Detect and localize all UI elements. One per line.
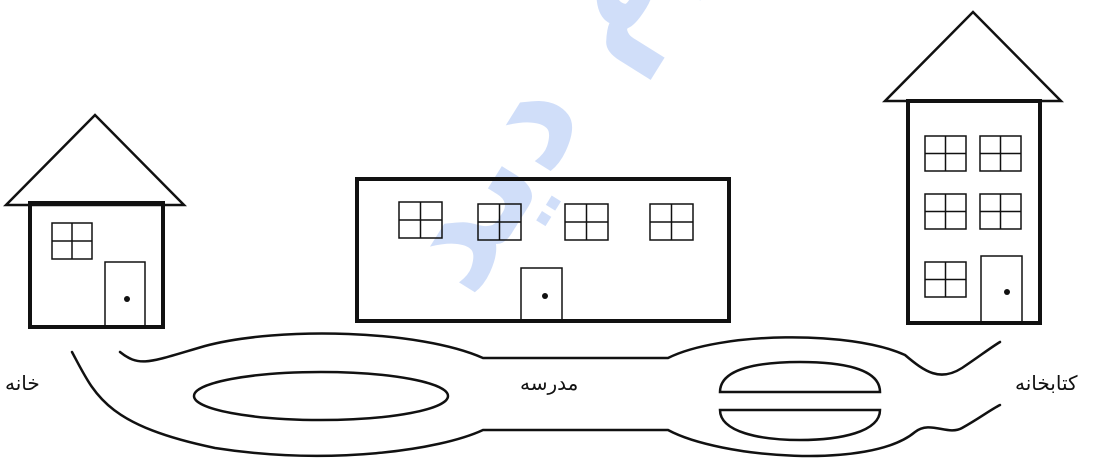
label-school: مدرسه — [520, 371, 578, 395]
library-windows — [925, 136, 1021, 297]
library-roof — [885, 12, 1061, 101]
road-island-right-lower — [720, 410, 880, 440]
house-building — [6, 115, 184, 327]
label-home: خانه — [5, 371, 40, 395]
house-door — [105, 262, 145, 327]
watermark-text: علوم دید — [353, 0, 840, 320]
house-roof — [6, 115, 184, 205]
library-building — [885, 12, 1061, 323]
library-door — [981, 256, 1022, 323]
school-window-3 — [565, 204, 608, 240]
road-island-left — [194, 372, 448, 420]
watermark: علوم دید — [353, 0, 840, 320]
house-window — [52, 223, 92, 259]
road-upper-edge — [120, 334, 1000, 375]
house-body — [30, 203, 163, 327]
road-lower-edge — [72, 352, 1000, 456]
label-library: کتابخانه — [1015, 371, 1078, 395]
school-window-4 — [650, 204, 693, 240]
road-island-right-upper — [720, 362, 880, 392]
